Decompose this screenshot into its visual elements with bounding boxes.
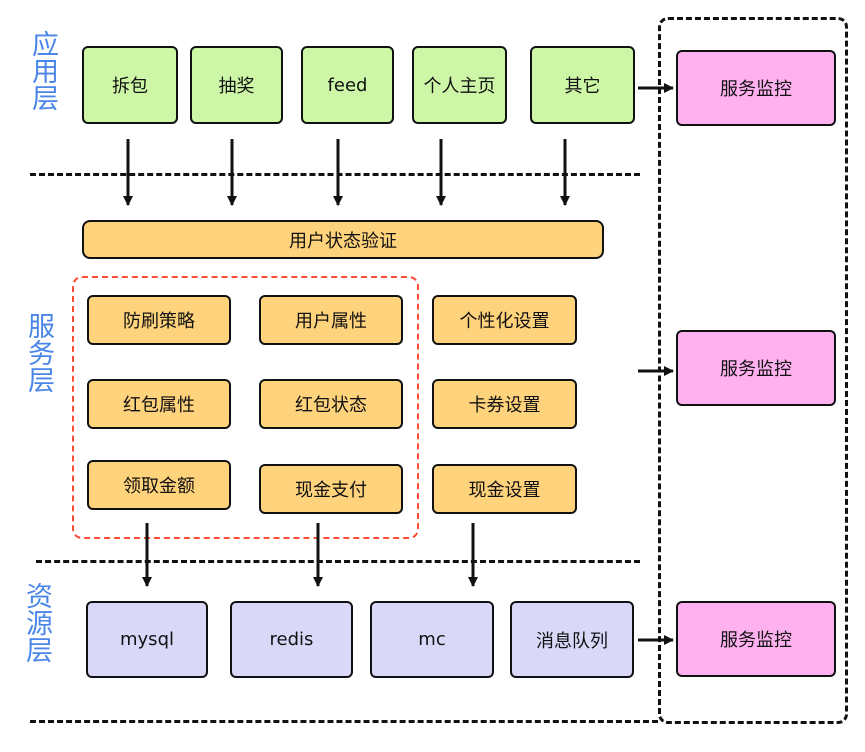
- layer-label-service: 服务层: [23, 312, 54, 393]
- app-module-chaibao[interactable]: 拆包: [82, 46, 178, 124]
- service-module-anti-fraud[interactable]: 防刷策略: [87, 295, 231, 345]
- service-module-redpacket-attributes[interactable]: 红包属性: [87, 379, 231, 429]
- resource-redis[interactable]: redis: [230, 601, 353, 678]
- resource-mysql[interactable]: mysql: [86, 601, 208, 678]
- layer-label-app: 应用层: [27, 30, 58, 111]
- service-module-claim-amount[interactable]: 领取金额: [87, 460, 231, 510]
- user-status-verification[interactable]: 用户状态验证: [82, 220, 604, 259]
- service-monitor-resource[interactable]: 服务监控: [676, 601, 836, 677]
- app-module-homepage[interactable]: 个人主页: [412, 46, 507, 124]
- app-module-feed[interactable]: feed: [301, 46, 394, 124]
- divider-app-service: [30, 173, 640, 176]
- service-module-coupon-settings[interactable]: 卡券设置: [432, 379, 577, 429]
- service-module-personalization[interactable]: 个性化设置: [432, 295, 577, 345]
- divider-bottom: [30, 720, 658, 723]
- resource-mc[interactable]: mc: [370, 601, 494, 678]
- service-monitor-service[interactable]: 服务监控: [676, 330, 836, 406]
- service-module-user-attributes[interactable]: 用户属性: [259, 295, 403, 345]
- app-module-other[interactable]: 其它: [530, 46, 635, 124]
- service-core-group: [72, 276, 419, 539]
- divider-service-resource: [36, 560, 640, 563]
- resource-message-queue[interactable]: 消息队列: [510, 601, 634, 678]
- app-module-choujiang[interactable]: 抽奖: [190, 46, 283, 124]
- service-module-cash-payment[interactable]: 现金支付: [259, 464, 403, 514]
- service-module-redpacket-status[interactable]: 红包状态: [259, 379, 403, 429]
- layer-label-resource: 资源层: [21, 582, 52, 663]
- service-module-cash-settings[interactable]: 现金设置: [432, 464, 577, 514]
- service-monitor-app[interactable]: 服务监控: [676, 50, 836, 126]
